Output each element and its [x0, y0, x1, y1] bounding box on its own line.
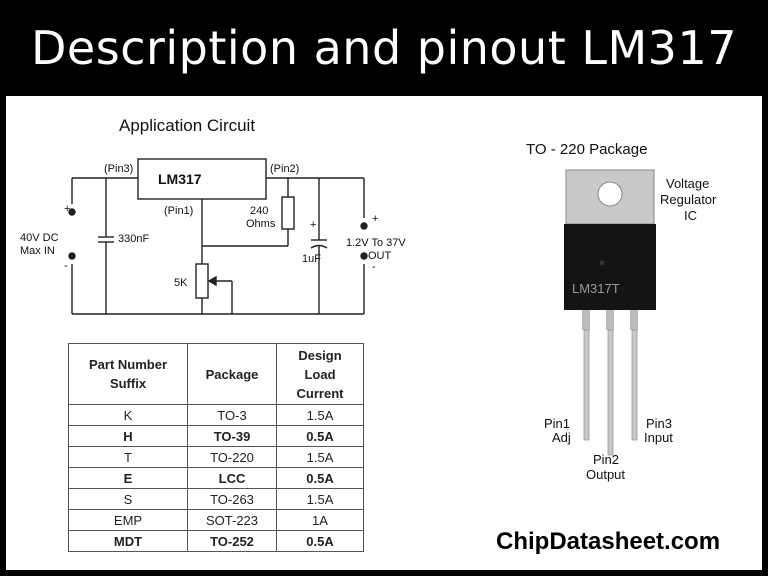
cap-out-plus-sign: + [310, 219, 316, 231]
cell-current: 0.5A [276, 425, 364, 447]
potentiometer-5k [195, 263, 209, 299]
pot-wiper-arrow [207, 275, 217, 287]
to220-package-illustration: TO - 220 Package LM317T Voltage Regulato… [526, 141, 717, 482]
input-terminal-neg [68, 252, 76, 260]
cell-package: TO-3 [187, 404, 277, 426]
pin3-leg-wide [630, 310, 638, 330]
resistor-unit-label: Ohms [246, 218, 276, 230]
cell-package: TO-252 [187, 530, 277, 552]
output-minus-sign: - [372, 261, 376, 273]
cell-suffix: EMP [68, 509, 188, 531]
cell-suffix: H [68, 425, 188, 447]
cell-suffix: S [68, 488, 188, 510]
page-title: Description and pinout LM317 [31, 21, 737, 75]
cell-package: TO-220 [187, 446, 277, 468]
output-plus-sign: + [372, 213, 378, 225]
chip-body [564, 224, 656, 310]
pin1-function-label: Adj [552, 430, 571, 445]
pin1-leg [583, 329, 590, 441]
brand-watermark: ChipDatasheet.com [496, 528, 721, 555]
header-current-text: Design Load Current [296, 347, 344, 401]
cell-current: 1.5A [276, 446, 364, 468]
resistor-value-label: 240 [250, 205, 268, 217]
pin1-dot [599, 260, 605, 266]
resistor-240 [281, 196, 295, 230]
ic-label: LM317 [158, 171, 202, 187]
header-package: Package [187, 343, 277, 405]
output-terminal-pos [360, 222, 368, 230]
application-circuit: Application Circuit [20, 116, 406, 315]
pin2-label: (Pin2) [270, 163, 299, 175]
header-package-text: Package [205, 366, 259, 382]
cell-package: LCC [187, 467, 277, 489]
ic-note-ic: IC [684, 208, 697, 223]
cell-suffix: K [68, 404, 188, 426]
cell-package: SOT-223 [187, 509, 277, 531]
ic-note-voltage: Voltage [666, 176, 709, 191]
header-suffix-text: Part Number Suffix [88, 357, 168, 391]
input-plus-sign: + [64, 203, 70, 215]
pin2-number-label: Pin2 [593, 452, 619, 467]
pin1-label: (Pin1) [164, 205, 193, 217]
header-suffix: Part Number Suffix [68, 343, 188, 405]
pin3-leg [631, 329, 638, 441]
input-voltage-label: 40V DC [20, 232, 59, 244]
mounting-hole [597, 181, 623, 207]
chip-marking: LM317T [572, 281, 620, 296]
cell-current: 1.5A [276, 488, 364, 510]
cap-out-label: 1uF [302, 253, 321, 265]
pin3-function-label: Input [644, 430, 673, 445]
pin3-label: (Pin3) [104, 163, 133, 175]
content-panel: Application Circuit [6, 96, 762, 570]
pin2-leg [607, 329, 614, 456]
diagram-canvas: Application Circuit [20, 116, 717, 482]
output-voltage-label: 1.2V To 37V [346, 237, 406, 249]
table-header-row: Part Number Suffix Package Design Load C… [68, 343, 364, 405]
pin2-function-label: Output [586, 467, 625, 482]
cell-suffix: MDT [68, 530, 188, 552]
cap-out-plate-2 [310, 244, 328, 249]
pin1-leg-wide [582, 310, 590, 330]
pin2-leg-wide [606, 310, 614, 330]
cell-current: 0.5A [276, 467, 364, 489]
pin1-number-label: Pin1 [544, 416, 570, 431]
cap-in-label: 330nF [118, 233, 149, 245]
cell-suffix: T [68, 446, 188, 468]
ic-note-regulator: Regulator [660, 192, 717, 207]
input-minus-sign: - [64, 260, 68, 272]
circuit-heading: Application Circuit [119, 116, 255, 135]
package-heading: TO - 220 Package [526, 141, 647, 158]
cell-current: 1A [276, 509, 364, 531]
cell-current: 0.5A [276, 530, 364, 552]
pin3-number-label: Pin3 [646, 416, 672, 431]
cell-current: 1.5A [276, 404, 364, 426]
header-current: Design Load Current [276, 343, 364, 405]
cell-package: TO-39 [187, 425, 277, 447]
lm317-ic-box [137, 158, 267, 200]
output-terminal-neg [360, 252, 368, 260]
pot-label: 5K [174, 277, 188, 289]
input-max-label: Max IN [20, 245, 55, 257]
cell-suffix: E [68, 467, 188, 489]
input-terminal-pos [68, 208, 76, 216]
output-out-label: OUT [368, 250, 392, 262]
cell-package: TO-263 [187, 488, 277, 510]
part-suffix-table: Part Number Suffix Package Design Load C… [68, 343, 364, 552]
